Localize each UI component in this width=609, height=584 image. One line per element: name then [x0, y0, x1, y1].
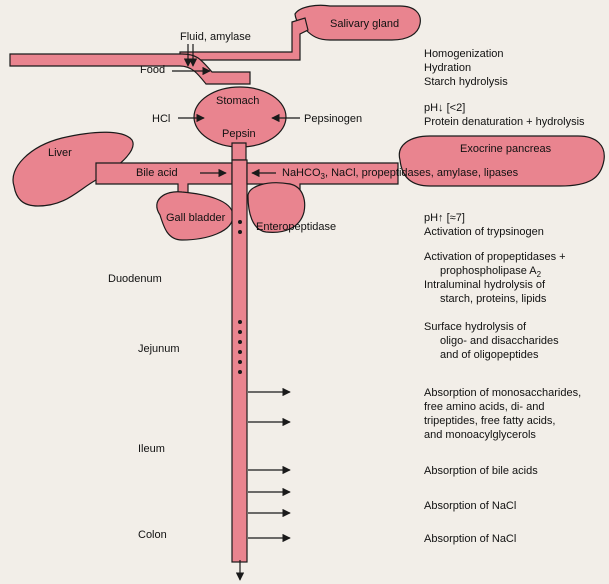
exocrine-pancreas-shape	[398, 135, 605, 187]
surface-hydrolysis-line: and of oligopeptides	[440, 349, 539, 361]
mouth-notes: Homogenization Hydration Starch hydrolys…	[424, 48, 508, 88]
pepsinogen-label: Pepsinogen	[304, 113, 362, 125]
arrows	[172, 44, 300, 581]
propeptidases-line-2: prophospholipase A2	[440, 265, 542, 279]
enteropeptidase-label: Enteropeptidase	[256, 221, 336, 233]
intraluminal-line: Intraluminal hydrolysis of	[424, 279, 546, 291]
surface-hydrolysis-notes: Surface hydrolysis of oligo- and disacch…	[424, 321, 559, 361]
absorption-mono-notes: Absorption of monosaccharides, free amin…	[424, 387, 581, 441]
intraluminal-line: starch, proteins, lipids	[440, 293, 547, 305]
duodenum-ph-note-line: Activation of trypsinogen	[424, 226, 544, 238]
propeptidases-notes: Activation of propeptidases + prophospho…	[424, 251, 566, 305]
stomach-notes: pH↓ [<2] Protein denaturation + hydrolys…	[424, 102, 585, 128]
pancreatic-secretions-label: NaHCO3, NaCl, propeptidases, amylase, li…	[282, 167, 519, 181]
mouth-note-line: Hydration	[424, 62, 471, 74]
jejunum-label: Jejunum	[138, 343, 180, 355]
propeptidases-line-1: Activation of propeptidases +	[424, 251, 566, 263]
absorption-mono-line: Absorption of monosaccharides,	[424, 387, 581, 399]
bile-acid-label: Bile acid	[136, 167, 178, 179]
brush-border-dots	[238, 220, 242, 374]
hcl-label: HCl	[152, 113, 170, 125]
nacl-colon-note: Absorption of NaCl	[424, 533, 516, 545]
stomach-note-line: pH↓ [<2]	[424, 102, 465, 114]
absorption-mono-line: and monoacylglycerols	[424, 429, 536, 441]
absorption-mono-line: tripeptides, free fatty acids,	[424, 415, 555, 427]
food-label: Food	[140, 64, 165, 76]
gall-bladder-label: Gall bladder	[166, 212, 226, 224]
mouth-note-line: Starch hydrolysis	[424, 76, 508, 88]
stomach-label: Stomach	[216, 95, 259, 107]
fluid-amylase-label: Fluid, amylase	[180, 31, 251, 43]
exocrine-pancreas-label: Exocrine pancreas	[460, 143, 552, 155]
salivary-gland-label: Salivary gland	[330, 18, 399, 30]
pancreas-lobe-shape	[247, 182, 306, 233]
pylorus-shape	[231, 142, 247, 161]
bile-acids-note: Absorption of bile acids	[424, 465, 538, 477]
liver-label: Liver	[48, 147, 72, 159]
surface-hydrolysis-line: Surface hydrolysis of	[424, 321, 527, 333]
duodenum-ph-note-line: pH↑ [≈7]	[424, 212, 465, 224]
pepsin-label: Pepsin	[222, 128, 256, 140]
stomach-note-line: Protein denaturation + hydrolysis	[424, 116, 585, 128]
mouth-note-line: Homogenization	[424, 48, 504, 60]
ileum-label: Ileum	[138, 443, 165, 455]
organ-shapes	[9, 4, 605, 563]
liver-shape	[12, 131, 134, 207]
surface-hydrolysis-line: oligo- and disaccharides	[440, 335, 559, 347]
nacl-ileum-note: Absorption of NaCl	[424, 500, 516, 512]
colon-label: Colon	[138, 529, 167, 541]
duodenum-ph-notes: pH↑ [≈7] Activation of trypsinogen	[424, 212, 544, 238]
absorption-mono-line: free amino acids, di- and	[424, 401, 544, 413]
duodenum-label: Duodenum	[108, 273, 162, 285]
